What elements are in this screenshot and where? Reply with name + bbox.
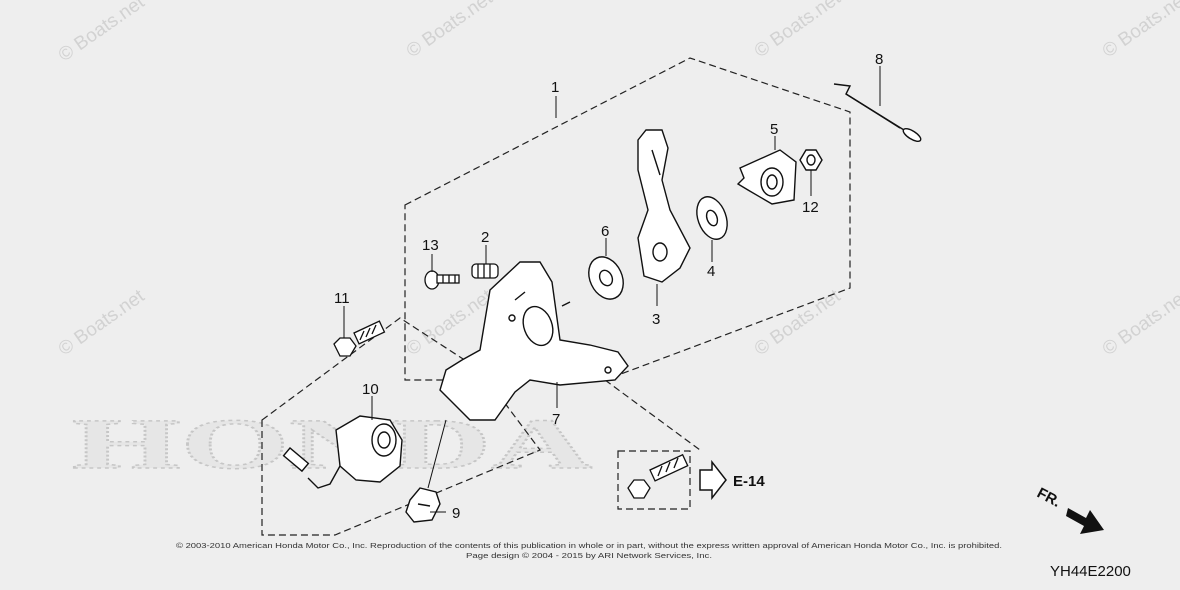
reference-label: E-14 xyxy=(733,473,765,490)
lever-part xyxy=(637,129,691,283)
watermark-layer: © Boats.net © Boats.net © Boats.net © Bo… xyxy=(55,0,1180,485)
callout-8: 8 xyxy=(875,51,883,68)
watermark-text: © Boats.net xyxy=(1099,0,1180,62)
watermark-text: © Boats.net xyxy=(55,285,149,360)
callout-2: 2 xyxy=(481,229,489,246)
plate-part xyxy=(736,149,797,205)
copyright-block: © 2003-2010 American Honda Motor Co., In… xyxy=(176,541,1002,560)
copyright-line-1: © 2003-2010 American Honda Motor Co., In… xyxy=(176,541,1002,550)
callout-7: 7 xyxy=(552,411,560,428)
sensor-part xyxy=(282,415,403,489)
copyright-line-2: Page design © 2004 - 2015 by ARI Network… xyxy=(466,551,712,560)
washer-part-6 xyxy=(588,256,624,300)
front-direction-label: FR. xyxy=(1034,485,1063,511)
leader-lines xyxy=(343,66,881,513)
watermark-text: © Boats.net xyxy=(403,0,497,62)
callouts: 1 2 3 4 5 6 7 8 9 10 11 12 13 xyxy=(334,51,883,522)
watermark-text: © Boats.net xyxy=(751,285,845,360)
front-direction-indicator: FR. xyxy=(1034,485,1104,534)
base-bracket-part xyxy=(439,261,629,421)
spring-part xyxy=(471,263,499,279)
reference-arrow-icon xyxy=(699,459,727,501)
watermark-text: © Boats.net xyxy=(751,0,845,62)
bolt-part-11 xyxy=(333,320,386,357)
brand-watermark: HONDA xyxy=(72,404,592,484)
callout-5: 5 xyxy=(770,121,778,138)
washer-part-4 xyxy=(696,196,728,240)
reference-arrow: E-14 xyxy=(699,459,765,501)
watermark-text: © Boats.net xyxy=(1099,285,1180,360)
callout-9: 9 xyxy=(452,505,460,522)
assembly-outline xyxy=(261,57,851,536)
callout-11: 11 xyxy=(334,290,350,307)
callout-6: 6 xyxy=(601,223,609,240)
diagram-code: YH44E2200 xyxy=(1050,563,1131,580)
reference-bolt-part xyxy=(627,453,689,499)
callout-4: 4 xyxy=(707,263,715,280)
cable-rod-part xyxy=(833,83,922,142)
screw-part-13 xyxy=(424,270,460,290)
callout-10: 10 xyxy=(362,381,379,398)
nut-part xyxy=(799,149,823,171)
watermark-text: © Boats.net xyxy=(55,0,149,66)
callout-12: 12 xyxy=(802,199,819,216)
clip-part xyxy=(405,487,441,523)
front-direction-arrow-icon xyxy=(1066,508,1104,534)
callout-3: 3 xyxy=(652,311,660,328)
callout-1: 1 xyxy=(551,79,559,96)
callout-13: 13 xyxy=(422,237,439,254)
